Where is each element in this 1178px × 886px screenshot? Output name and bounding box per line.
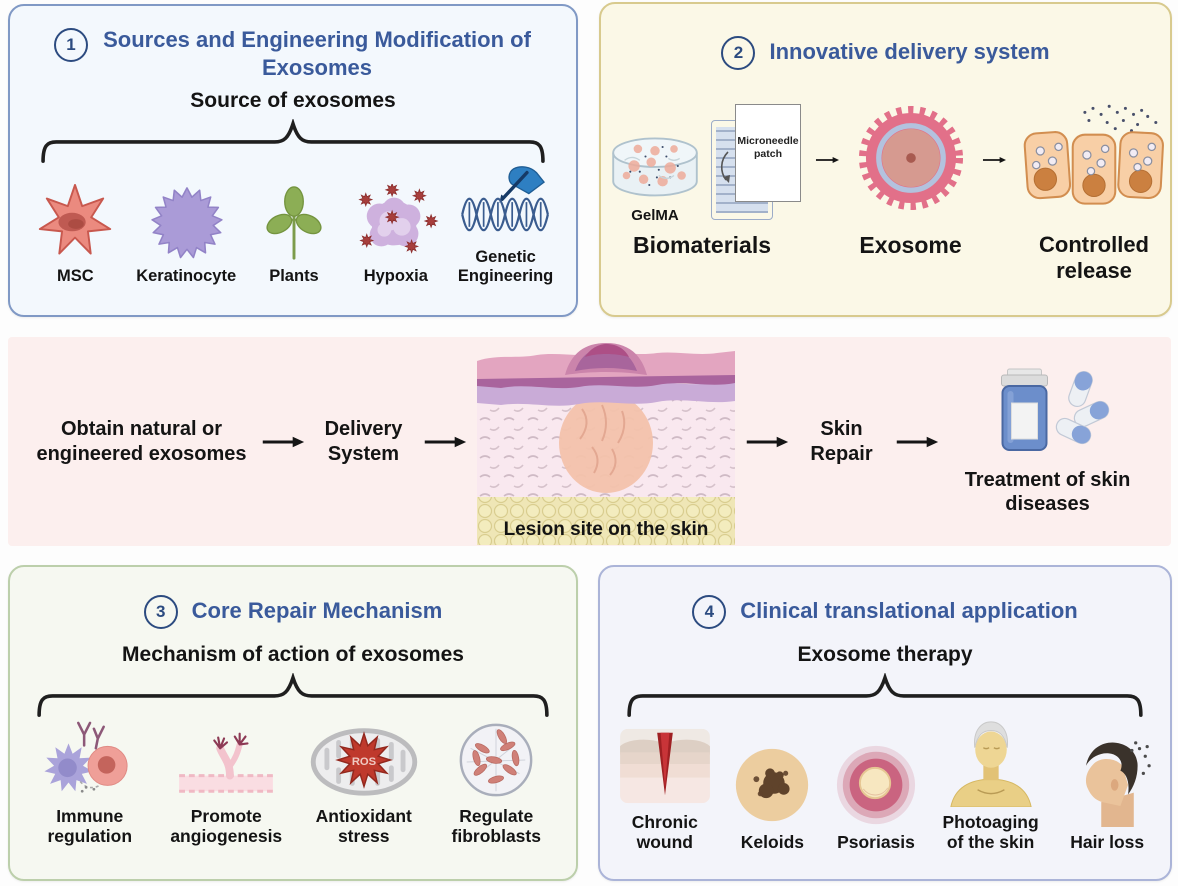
arrow-icon: [815, 157, 840, 163]
application-item-psoriasis: Psoriasis: [830, 743, 922, 852]
exosome-label: Exosome: [859, 232, 962, 258]
releasing-cells-icon: [1023, 104, 1164, 205]
fibroblast-sphere-icon: [459, 723, 533, 797]
msc-cell-icon: [39, 183, 112, 255]
panel2-header: 2 Innovative delivery system: [601, 34, 1170, 70]
workflow-step-obtain: Obtain natural or engineered exosomes: [36, 418, 247, 465]
psoriasis-plaque-icon: [836, 746, 916, 825]
panel1-title: Sources and Engineering Modification of …: [103, 27, 531, 80]
panel4-subtitle: Exosome therapy: [797, 643, 973, 666]
application-item-hair-loss: Hair loss: [1059, 739, 1155, 852]
microneedle-label: Microneedle patch: [737, 135, 799, 160]
central-workflow-band: Obtain natural or engineered exosomes De…: [8, 337, 1171, 546]
item-label: Keratinocyte: [136, 266, 237, 285]
gelma-label: GelMA: [631, 207, 679, 224]
arrow-icon: [746, 436, 788, 447]
microneedle-patch-icon: Microneedle patch: [711, 104, 803, 224]
chronic-wound-icon: [619, 728, 710, 804]
panel4-number-badge: 4: [692, 595, 727, 629]
source-item-genetic-engineering: Genetic Engineering: [453, 165, 559, 286]
gelma-hydrogel-icon: [612, 137, 698, 197]
arrow-icon: [896, 436, 938, 447]
item-label: Regulate fibroblasts: [451, 806, 541, 847]
keratinocyte-cell-icon: [151, 187, 223, 259]
panel2-flow: GelMA Microneedle patch Biomaterials: [601, 92, 1170, 285]
panel4-items: Chronic wound Keloids: [600, 719, 1170, 852]
immune-cells-icon: [44, 721, 128, 793]
brace-icon: [625, 673, 1145, 717]
item-label: Genetic Engineering: [457, 248, 554, 285]
panel4-title: Clinical translational application: [740, 598, 1078, 624]
skin-lesion-illustration: Lesion site on the skin: [476, 342, 735, 545]
item-label: Promote angiogenesis: [170, 806, 283, 847]
panel3-title: Core Repair Mechanism: [191, 598, 443, 624]
panel-sources-engineering: 1 Sources and Engineering Modification o…: [8, 4, 578, 317]
brace-icon: [35, 673, 551, 717]
keloid-skin-icon: [736, 748, 809, 822]
panel4-header: 4 Clinical translational application: [600, 593, 1170, 629]
mechanism-item-fibroblasts: Regulate fibroblasts: [436, 719, 556, 846]
treatment-step: Treatment of skin diseases: [949, 367, 1147, 517]
workflow-step-treatment: Treatment of skin diseases: [964, 468, 1131, 515]
arrow-icon: [982, 157, 1006, 163]
mechanism-item-antioxidant: ROS Antioxidant stress: [303, 719, 425, 846]
controlled-release-label: Controlled release: [1039, 232, 1149, 284]
plant-leaf-icon: [266, 186, 322, 260]
hair-loss-head-icon: [1086, 741, 1151, 828]
source-item-plants: Plants: [249, 184, 339, 286]
workflow-step-skin-repair: Skin Repair: [810, 418, 873, 465]
skin-caption: Lesion site on the skin: [503, 519, 708, 540]
panel3-items: Immune regulation Promote angiogenesis: [10, 719, 576, 846]
source-item-keratinocyte: Keratinocyte: [130, 184, 242, 286]
mechanism-item-angiogenesis: Promote angiogenesis: [161, 719, 291, 846]
brace-icon: [39, 119, 547, 163]
item-label: Psoriasis: [837, 832, 915, 853]
medicine-bottle-capsules-icon: [1000, 368, 1109, 451]
panel3-number-badge: 3: [143, 595, 178, 629]
item-label: Hair loss: [1070, 832, 1145, 853]
application-item-keloids: Keloids: [728, 743, 816, 852]
panel3-header: 3 Core Repair Mechanism: [10, 593, 576, 629]
application-item-chronic-wound: Chronic wound: [615, 723, 715, 852]
item-label: Chronic wound: [631, 812, 698, 853]
item-label: Photoaging of the skin: [942, 812, 1039, 853]
ros-label: ROS: [352, 756, 377, 768]
panel-core-repair-mechanism: 3 Core Repair Mechanism Mechanism of act…: [8, 565, 578, 881]
panel1-subtitle: Source of exosomes: [190, 89, 396, 112]
item-label: Immune regulation: [47, 806, 133, 847]
patch-curved-arrow-icon: [720, 151, 730, 183]
item-label: Antioxidant stress: [315, 806, 412, 847]
photoaged-person-icon: [949, 721, 1032, 807]
panel3-subtitle: Mechanism of action of exosomes: [122, 643, 464, 666]
patch-front-sheet: Microneedle patch: [735, 104, 801, 202]
source-item-msc: MSC: [27, 183, 123, 286]
mitochondria-ros-icon: ROS: [310, 728, 417, 796]
biomaterials-label: Biomaterials: [632, 232, 772, 258]
workflow-step-delivery: Delivery System: [324, 418, 403, 465]
source-item-hypoxia: Hypoxia: [346, 183, 446, 286]
arrow-icon: [262, 436, 304, 447]
arrow-icon: [424, 436, 466, 447]
item-label: MSC: [57, 266, 94, 285]
controlled-release-step: Controlled release: [1018, 92, 1170, 285]
dna-editing-icon: [460, 166, 549, 232]
item-label: Plants: [269, 266, 319, 285]
panel1-number-badge: 1: [54, 28, 88, 62]
biomaterials-step: GelMA Microneedle patch Biomaterials: [601, 92, 803, 260]
exosome-step: Exosome: [852, 92, 970, 260]
exosome-icon: [858, 105, 963, 211]
panel2-title: Innovative delivery system: [769, 39, 1050, 65]
panel-clinical-application: 4 Clinical translational application Exo…: [598, 565, 1172, 881]
hypoxia-cell-icon: [358, 183, 439, 254]
item-label: Keloids: [740, 832, 804, 853]
panel1-items: MSC Keratinocyte Plants: [10, 165, 576, 286]
panel-delivery-system: 2 Innovative delivery system: [599, 2, 1172, 317]
application-item-photoaging: Photoaging of the skin: [936, 719, 1046, 852]
item-label: Hypoxia: [363, 266, 428, 285]
panel2-number-badge: 2: [721, 36, 756, 70]
angiogenesis-vessel-icon: [179, 732, 274, 793]
mechanism-item-immune: Immune regulation: [30, 719, 150, 846]
panel1-header: 1 Sources and Engineering Modification o…: [10, 26, 576, 81]
